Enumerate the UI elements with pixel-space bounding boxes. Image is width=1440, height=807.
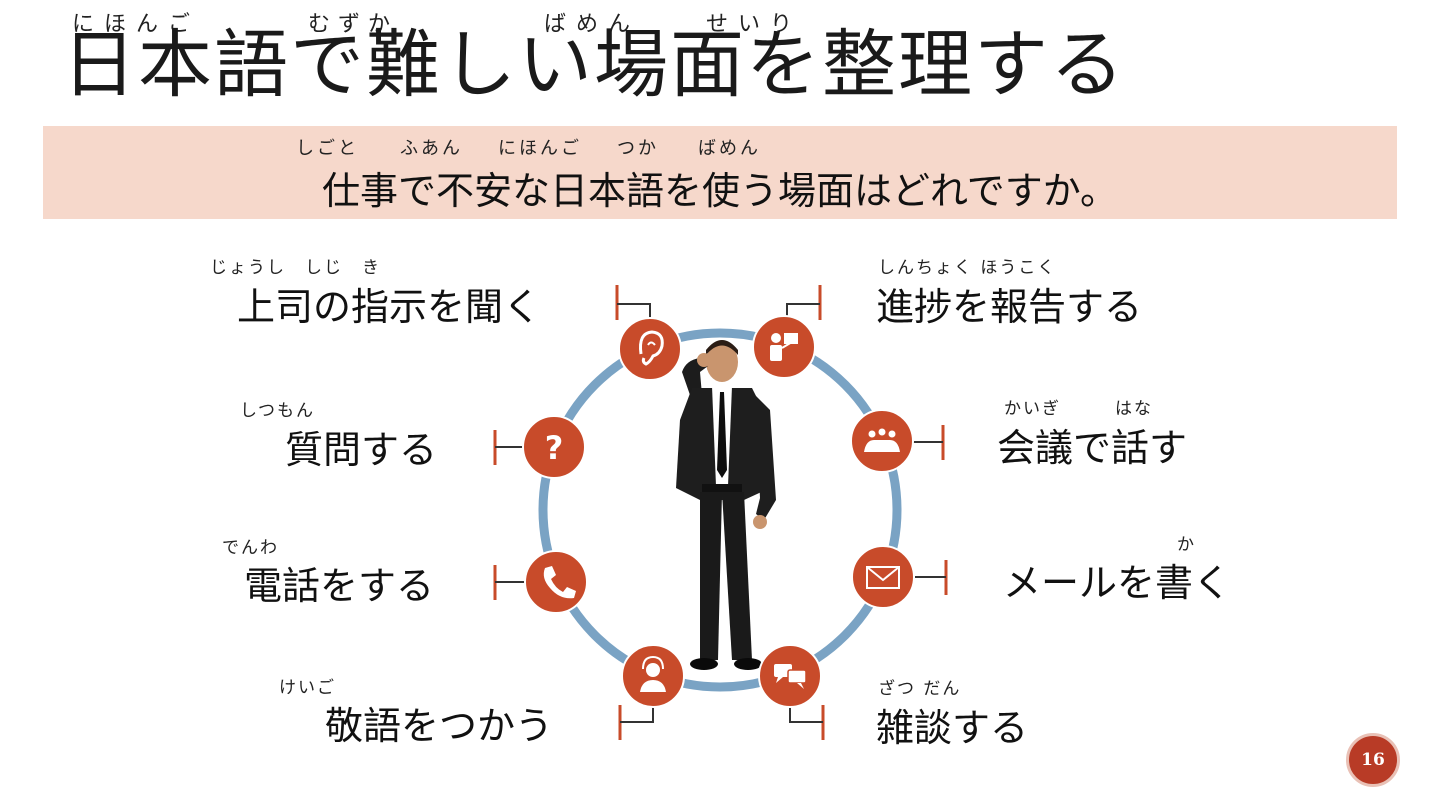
chat-bubbles-icon: [758, 644, 822, 708]
ruby-denwa: でんわ: [222, 538, 279, 558]
label-report-progress: 進捗を報告する: [876, 285, 1143, 329]
title-ruby-bamen: ばめん: [544, 12, 641, 37]
question-icon: ?: [522, 415, 586, 479]
title-ruby-seiri: せいり: [706, 12, 803, 37]
question-ruby-nihongo: にほんご: [498, 138, 582, 159]
label-small-talk: 雑談する: [876, 706, 1029, 750]
ear-icon: [618, 317, 682, 381]
question-ruby-tsuka: つか: [617, 138, 659, 159]
ruby-kaigi: かいぎ: [1004, 399, 1061, 419]
phone-icon: [524, 550, 588, 614]
label-speak-in-meeting: 会議で話す: [997, 426, 1188, 470]
label-ask-question: 質問する: [285, 428, 438, 472]
question-text: 仕事で不安な日本語を使う場面はどれですか。: [321, 169, 1119, 213]
label-phone-call: 電話をする: [244, 564, 435, 608]
businessman-figure: [676, 340, 776, 670]
label-listen-instructions: 上司の指示を聞く: [237, 285, 542, 329]
presenter-icon: [752, 315, 816, 379]
title-ruby-nihongo: にほんご: [72, 12, 201, 37]
page-title: 日本語で難しい場面を整理する: [62, 22, 1126, 108]
question-ruby-bamen: ばめん: [698, 138, 761, 159]
page-number-badge: 16: [1346, 733, 1400, 787]
ruby-shinchoku-houkoku: しんちょく ほうこく: [878, 258, 1057, 278]
connectors: [493, 285, 948, 740]
label-write-email: メールを書く: [1003, 561, 1232, 605]
svg-text:?: ?: [545, 429, 564, 467]
ruby-shitsumon: しつもん: [240, 401, 315, 421]
headset-icon: [621, 644, 685, 708]
question-ruby-fuan: ふあん: [400, 138, 463, 159]
question-ruby-shigoto: しごと: [296, 138, 359, 159]
title-ruby-muzuka: むずか: [308, 12, 399, 37]
meeting-icon: [850, 409, 914, 473]
ruby-zatsudan: ざつ だん: [878, 679, 962, 699]
ruby-keigo: けいご: [279, 678, 336, 698]
question-band: [43, 126, 1397, 219]
ruby-ka: か: [1177, 535, 1196, 555]
ruby-joushi-shiji-ki: じょうし しじ き: [210, 258, 381, 278]
ring: [538, 328, 902, 692]
label-use-keigo: 敬語をつかう: [325, 704, 554, 748]
mail-icon: [851, 545, 915, 609]
ruby-hana: はな: [1115, 399, 1153, 419]
